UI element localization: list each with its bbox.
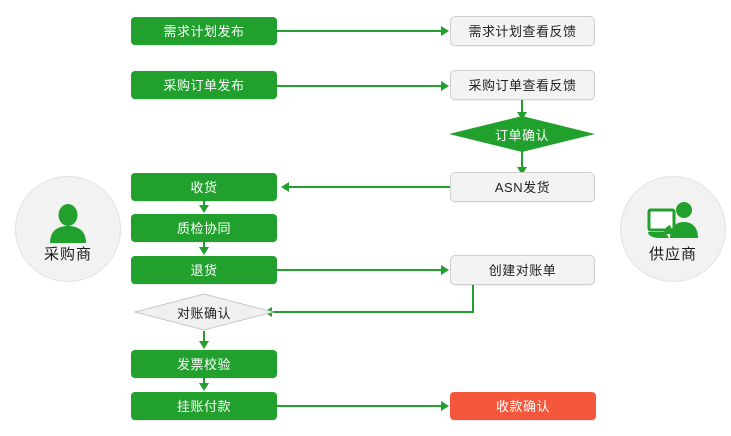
actor-supplier[interactable]: 供应商 xyxy=(620,176,726,282)
node-payment-posting[interactable]: 挂账付款 xyxy=(131,392,277,420)
person-at-computer-icon xyxy=(646,197,700,245)
node-label: 需求计划查看反馈 xyxy=(468,23,577,39)
node-label: 采购订单发布 xyxy=(163,77,245,93)
actor-label: 供应商 xyxy=(648,245,697,263)
node-payment-confirm[interactable]: 收款确认 xyxy=(450,392,596,420)
edge-create-statement-down xyxy=(472,284,474,312)
node-create-statement[interactable]: 创建对账单 xyxy=(450,255,595,285)
node-quality-collab[interactable]: 质检协同 xyxy=(131,214,277,242)
node-label: 质检协同 xyxy=(176,220,231,236)
arrowhead-create-statement xyxy=(441,265,449,275)
edge-return-to-create-statement xyxy=(277,269,442,271)
diamond-shape-green xyxy=(449,116,595,152)
edge-statement-confirm-to-invoice xyxy=(203,331,205,345)
node-statement-confirm[interactable]: 对账确认 xyxy=(134,293,274,331)
edge-invoice-to-payment-posting xyxy=(203,378,205,384)
person-icon xyxy=(41,197,95,245)
node-label: 退货 xyxy=(190,262,218,278)
arrowhead-receiving xyxy=(281,182,289,192)
arrowhead-payment-posting xyxy=(199,383,209,391)
node-demand-plan-publish[interactable]: 需求计划发布 xyxy=(131,17,277,45)
node-receiving[interactable]: 收货 xyxy=(131,173,277,201)
arrowhead-payment-confirm xyxy=(441,401,449,411)
diamond-shape-white xyxy=(134,293,274,331)
edge-receiving-to-quality xyxy=(203,201,205,207)
node-order-confirm[interactable]: 订单确认 xyxy=(449,116,595,152)
edge-quality-to-return xyxy=(203,242,205,248)
node-return-goods[interactable]: 退货 xyxy=(131,256,277,284)
node-invoice-verify[interactable]: 发票校验 xyxy=(131,350,277,378)
node-po-feedback[interactable]: 采购订单查看反馈 xyxy=(450,70,595,100)
node-label: 采购订单查看反馈 xyxy=(468,77,577,93)
actor-buyer[interactable]: 采购商 xyxy=(15,176,121,282)
node-label: 挂账付款 xyxy=(176,398,231,414)
edge-po-publish-to-feedback xyxy=(277,85,442,87)
node-label: 发票校验 xyxy=(176,356,231,372)
actor-label: 采购商 xyxy=(43,245,92,263)
arrowhead-demand-plan-feedback xyxy=(441,26,449,36)
node-label: 需求计划发布 xyxy=(163,23,245,39)
edge-po-feedback-to-order-confirm xyxy=(521,100,523,116)
node-label: 创建对账单 xyxy=(488,262,557,278)
edge-asn-to-receiving xyxy=(289,186,451,188)
node-label: 收款确认 xyxy=(495,398,550,414)
node-po-publish[interactable]: 采购订单发布 xyxy=(131,71,277,99)
edge-create-statement-to-confirm xyxy=(272,311,474,313)
arrowhead-return-goods xyxy=(199,247,209,255)
edge-demand-plan-publish-to-feedback xyxy=(277,30,442,32)
arrowhead-invoice-verify xyxy=(199,341,209,349)
node-label: 收货 xyxy=(190,179,218,195)
arrowhead-po-feedback xyxy=(441,81,449,91)
node-demand-plan-feedback[interactable]: 需求计划查看反馈 xyxy=(450,16,595,46)
arrowhead-asn-shipment xyxy=(517,167,527,175)
node-label: ASN发货 xyxy=(494,179,551,195)
edge-payment-posting-to-confirm xyxy=(277,405,442,407)
edge-order-confirm-to-asn xyxy=(521,150,523,171)
arrowhead-quality-collab xyxy=(199,205,209,213)
node-asn-shipment[interactable]: ASN发货 xyxy=(450,172,595,202)
